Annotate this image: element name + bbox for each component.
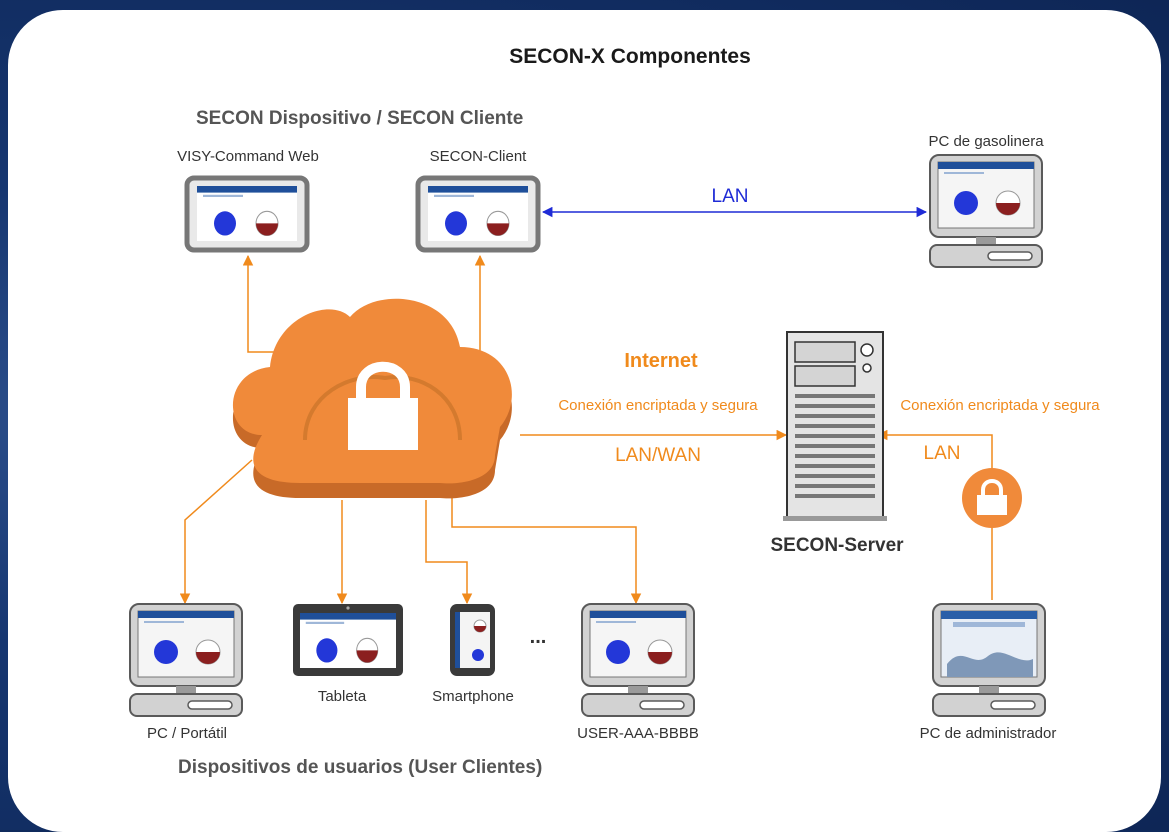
secon-client-device — [415, 175, 541, 253]
pc-administrador-label: PC de administrador — [919, 725, 1057, 742]
secon-client-label: SECON-Client — [429, 148, 527, 165]
pc-gasolinera-icon — [929, 154, 1043, 268]
diagram-title: SECON-X Componentes — [509, 45, 751, 68]
admin-lock-icon — [962, 468, 1022, 528]
pc-portatil-icon — [129, 603, 243, 717]
user-client-pc-icon — [581, 603, 695, 717]
smartphone-label: Smartphone — [432, 688, 514, 705]
secon-server-label: SECON-Server — [770, 535, 904, 556]
visy-command-web-label: VISY-Command Web — [177, 148, 319, 165]
lan-right-label: LAN — [923, 443, 961, 464]
visy-command-web-device — [184, 175, 310, 253]
lan-wan-label: LAN/WAN — [615, 445, 701, 466]
encrypted-right-label: Conexión encriptada y segura — [900, 397, 1100, 414]
section-bottom-label: Dispositivos de usuarios (User Clientes) — [178, 757, 543, 778]
more-devices-ellipsis: ... — [529, 626, 547, 648]
server-tower-icon — [783, 331, 887, 521]
lan-top-label: LAN — [711, 186, 749, 207]
arrow-to-smartphone — [425, 500, 473, 605]
user-client-label: USER-AAA-BBBB — [577, 725, 699, 742]
arrow-admin-to-server — [876, 429, 993, 600]
encrypted-left-label: Conexión encriptada y segura — [558, 397, 758, 414]
tableta-label: Tableta — [317, 688, 367, 705]
arrow-to-pc-portatil — [179, 459, 253, 605]
internet-label: Internet — [624, 350, 698, 372]
section-top-label: SECON Dispositivo / SECON Cliente — [196, 108, 524, 129]
arrow-to-user-client — [451, 475, 642, 605]
padlock-icon — [348, 361, 418, 450]
pc-gasolinera-label: PC de gasolinera — [928, 133, 1044, 150]
tableta-icon — [293, 604, 403, 676]
pc-portatil-label: PC / Portátil — [146, 725, 228, 742]
smartphone-icon — [450, 604, 495, 676]
pc-administrador-icon — [932, 603, 1046, 717]
cloud-lock-icon — [232, 298, 512, 499]
